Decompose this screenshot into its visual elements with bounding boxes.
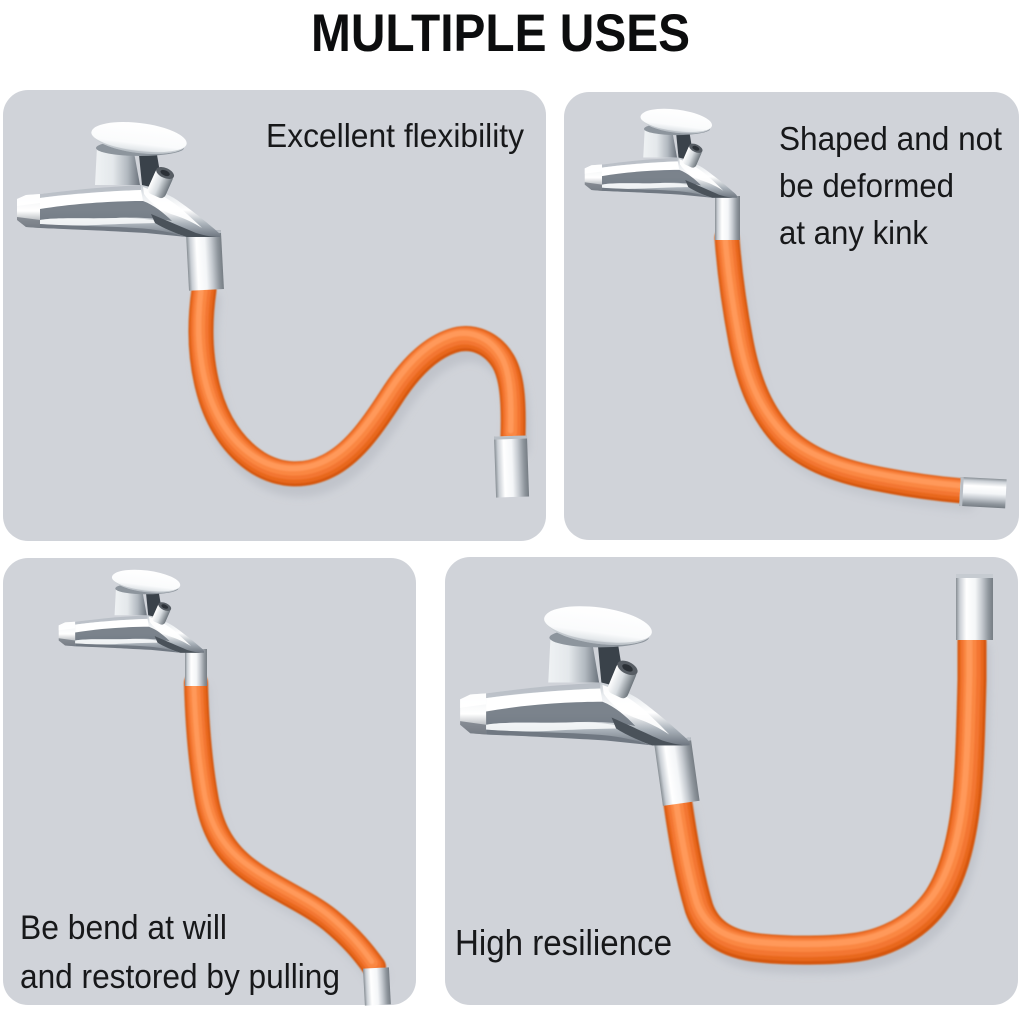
svg-text:Shaped and not: Shaped and not	[779, 120, 1002, 157]
svg-text:and restored by pulling: and restored by pulling	[20, 958, 340, 996]
svg-text:Excellent flexibility: Excellent flexibility	[266, 117, 524, 154]
svg-text:be deformed: be deformed	[779, 167, 954, 204]
svg-text:MULTIPLE USES: MULTIPLE USES	[311, 4, 690, 63]
svg-text:High resilience: High resilience	[455, 922, 672, 963]
svg-text:at any kink: at any kink	[779, 214, 928, 251]
svg-text:Be bend at will: Be bend at will	[20, 909, 227, 947]
